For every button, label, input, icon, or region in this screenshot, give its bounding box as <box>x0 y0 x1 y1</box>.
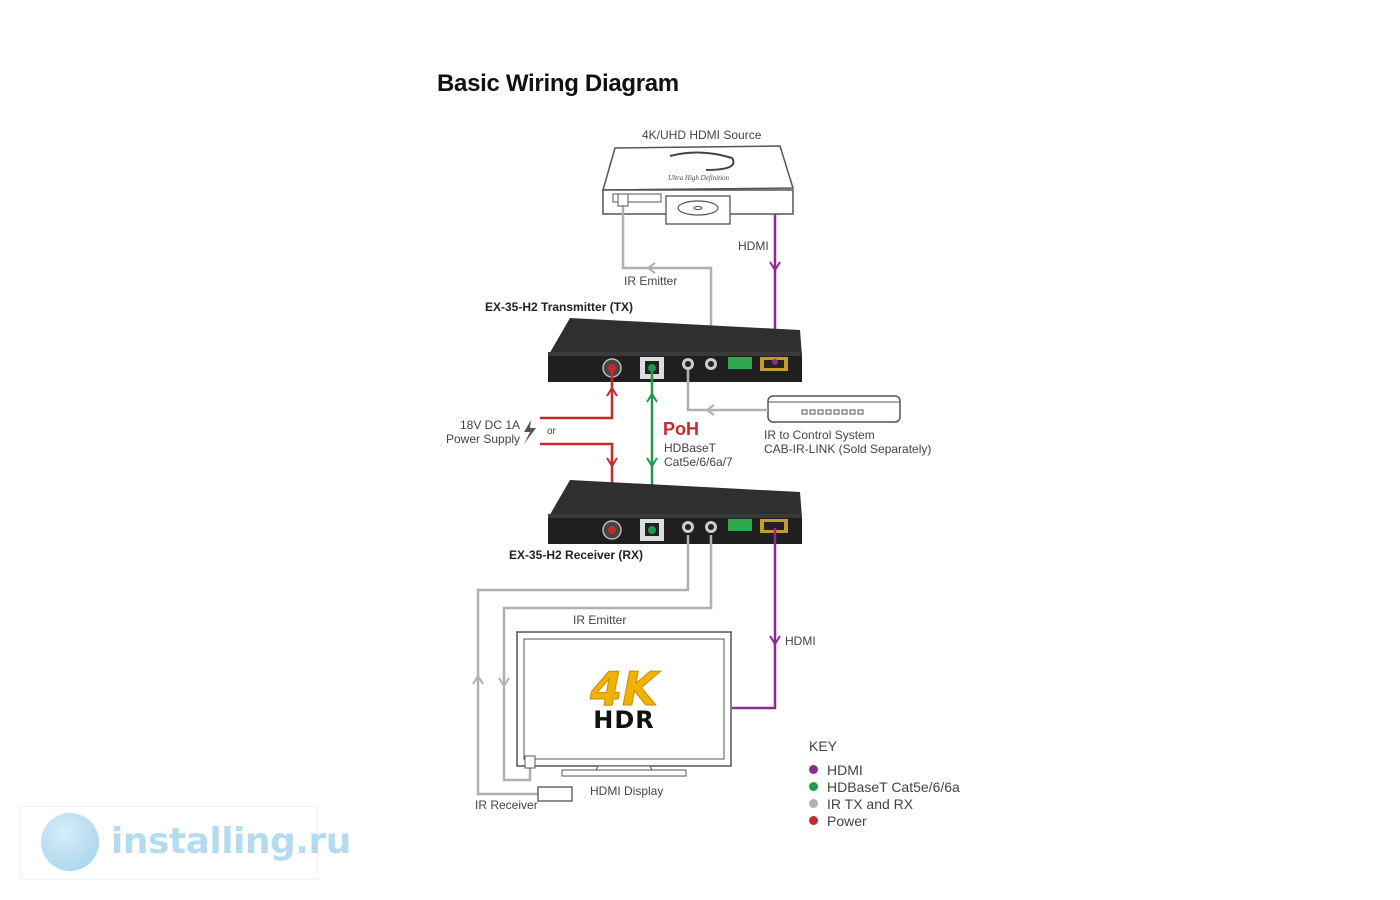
ir-receiver-label: IR Receiver <box>475 798 538 812</box>
hdbaset-label-line2: Cat5e/6/6a/7 <box>664 455 733 469</box>
receiver-label: EX-35-H2 Receiver (RX) <box>509 548 644 562</box>
bluray-source-device: Ultra High Definition <box>602 145 795 225</box>
or-label: or <box>547 426 556 437</box>
key-label-power: Power <box>827 813 867 829</box>
display-label: HDMI Display <box>590 784 664 798</box>
ir-emitter-bottom-label: IR Emitter <box>573 613 627 627</box>
svg-text:Ultra High Definition: Ultra High Definition <box>668 174 730 182</box>
hdmi-cable-display <box>732 528 777 710</box>
diagram-title: Basic Wiring Diagram <box>437 70 679 97</box>
key-label-hdbaset: HDBaseT Cat5e/6/6a <box>827 779 960 795</box>
watermark-text: installing.ru <box>111 821 351 862</box>
key-dot-ir <box>809 799 818 808</box>
power-bolt-icon <box>524 420 536 444</box>
key-dot-hdbaset <box>809 782 818 791</box>
ir-emitter-cable-bottom <box>502 535 713 782</box>
ir-receiver-device <box>537 786 573 802</box>
watermark-logo-icon <box>41 813 99 871</box>
tv-hdr-logo: HDR <box>593 706 655 734</box>
key-title: KEY <box>809 738 838 754</box>
watermark: installing.ru <box>20 806 351 880</box>
hdmi-display-tv <box>516 631 732 777</box>
ir-emitter-cable-top <box>621 206 713 362</box>
transmitter-device <box>548 318 802 382</box>
ir-control-label-line1: IR to Control System <box>764 428 875 442</box>
key-dot-hdmi <box>809 765 818 774</box>
key-label-hdmi: HDMI <box>827 762 863 778</box>
tv-4k-logo: 4K <box>589 662 661 716</box>
key-dot-power <box>809 816 818 825</box>
transmitter-label: EX-35-H2 Transmitter (TX) <box>485 300 634 314</box>
key-item-hdmi: HDMI <box>809 762 863 778</box>
ir-receiver-cable <box>476 535 690 796</box>
key-label-ir: IR TX and RX <box>827 796 914 812</box>
power-label-line2: Power Supply <box>446 432 521 446</box>
key-item-power: Power <box>809 813 867 829</box>
source-label: 4K/UHD HDMI Source <box>642 128 762 142</box>
ir-control-device <box>767 395 901 423</box>
key-item-hdbaset: HDBaseT Cat5e/6/6a <box>809 779 960 795</box>
receiver-device <box>548 480 802 544</box>
ir-emitter-top-label: IR Emitter <box>624 274 678 288</box>
poh-logo: PoH <box>663 419 699 439</box>
power-cable-tx <box>540 370 614 420</box>
ir-control-cable <box>686 370 768 412</box>
key-item-ir: IR TX and RX <box>809 796 913 812</box>
power-label-line1: 18V DC 1A <box>460 418 521 432</box>
hdbaset-label-line1: HDBaseT <box>664 441 717 455</box>
hdmi-bottom-label: HDMI <box>785 634 816 648</box>
ir-control-label-line2: CAB-IR-LINK (Sold Separately) <box>764 442 932 456</box>
hdmi-top-label: HDMI <box>738 239 769 253</box>
